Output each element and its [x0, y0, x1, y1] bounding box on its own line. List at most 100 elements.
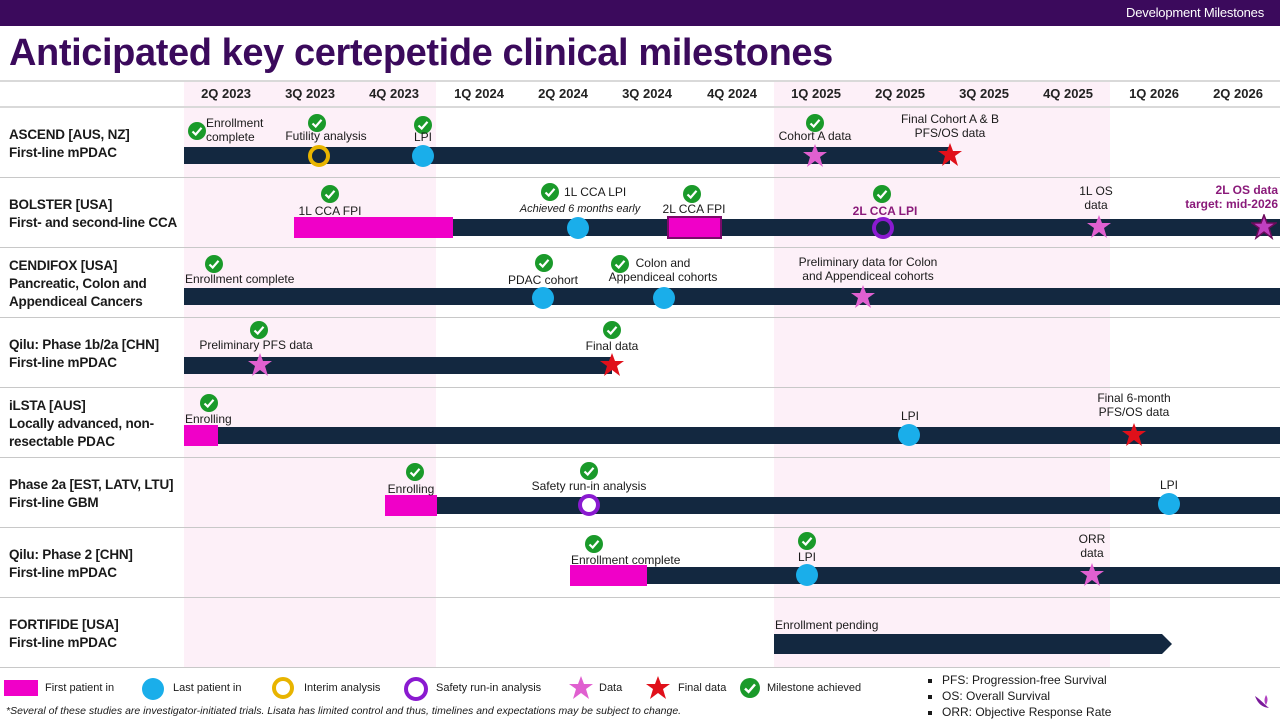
checkmark-icon	[406, 463, 424, 481]
legend-data-star-icon	[569, 676, 593, 699]
milestone-label: Enrollment pending	[775, 618, 879, 632]
quarter-header: 2Q 2025	[875, 86, 925, 101]
checkmark-icon	[205, 255, 223, 273]
quarter-header: 1Q 2026	[1129, 86, 1179, 101]
last-patient-in-marker	[532, 287, 554, 309]
row-divider	[0, 527, 1280, 528]
row-divider	[0, 387, 1280, 388]
milestone-label: Safety run-in analysis	[531, 479, 647, 493]
milestone-label: PDAC cohort	[507, 273, 579, 287]
trial-label-qilu-phase2: Qilu: Phase 2 [CHN] First-line mPDAC	[9, 546, 133, 582]
checkmark-icon	[414, 116, 432, 134]
legend-lpi-swatch	[142, 678, 164, 700]
timeline-bar	[184, 427, 1280, 444]
star-data-icon	[851, 285, 875, 308]
last-patient-in-marker	[796, 564, 818, 586]
milestone-label: Preliminary PFS data	[199, 338, 313, 352]
row-divider	[0, 247, 1280, 248]
checkmark-icon	[683, 185, 701, 203]
abbreviation-text: ORR: Objective Response Rate	[942, 705, 1112, 719]
trial-name: CENDIFOX [USA]	[9, 258, 118, 273]
timeline-bar	[184, 147, 950, 164]
star-final-icon	[938, 143, 962, 166]
milestone-label: Cohort A data	[778, 129, 852, 143]
top-banner: Development Milestones	[0, 0, 1280, 26]
first-patient-in-bar	[570, 565, 647, 586]
milestone-label: Enrolling	[387, 482, 435, 496]
trial-label-cendifox: CENDIFOX [USA] Pancreatic, Colon and App…	[9, 257, 147, 311]
timeline-bar	[570, 567, 1280, 584]
timeline-bar	[184, 357, 612, 374]
abbreviation-text: OS: Overall Survival	[942, 689, 1051, 703]
milestone-label: Futility analysis	[285, 129, 367, 143]
star-data-icon	[1251, 214, 1277, 240]
milestone-label: 2L OS data target: mid-2026	[1185, 183, 1278, 211]
milestone-label: Final Cohort A & B PFS/OS data	[900, 112, 1000, 140]
legend-final-star-icon	[646, 676, 670, 699]
last-patient-in-marker	[653, 287, 675, 309]
abbreviation-text: PFS: Progression-free Survival	[942, 673, 1107, 687]
last-patient-in-marker	[412, 145, 434, 167]
milestone-label: LPI	[900, 409, 919, 423]
checkmark-icon	[806, 114, 824, 132]
legend-label: Milestone achieved	[767, 682, 862, 694]
trial-name: Qilu: Phase 1b/2a [CHN]	[9, 337, 159, 352]
timeline-bar	[184, 288, 1280, 305]
row-divider	[0, 317, 1280, 318]
checkmark-icon	[321, 185, 339, 203]
milestone-label: Final data	[585, 339, 639, 353]
legend-label: Safety run-in analysis	[436, 682, 542, 694]
milestone-label: Final 6-month PFS/OS data	[1097, 391, 1171, 419]
milestone-label: Colon and Appendiceal cohorts	[608, 256, 718, 284]
quarter-header: 3Q 2025	[959, 86, 1009, 101]
quarter-header: 4Q 2025	[1043, 86, 1093, 101]
milestone-label: 2L CCA LPI	[852, 204, 918, 218]
milestone-label: 1L OS data	[1079, 184, 1113, 212]
pending-arrow-bar	[774, 634, 1172, 654]
milestone-label: Enrolling	[185, 412, 232, 426]
trial-name: ASCEND [AUS, NZ]	[9, 127, 130, 142]
last-patient-in-marker	[1158, 493, 1180, 515]
page-title: Anticipated key certepetide clinical mil…	[9, 32, 833, 74]
trial-subtitle: Pancreatic, Colon and Appendiceal Cancer…	[9, 276, 147, 309]
checkmark-icon	[873, 185, 891, 203]
milestone-note: Achieved 6 months early	[519, 203, 641, 215]
milestone-label: 2L CCA FPI	[662, 202, 726, 216]
header-bottom-line	[0, 106, 1280, 108]
checkmark-icon	[798, 532, 816, 550]
trial-name: iLSTA [AUS]	[9, 398, 86, 413]
row-divider	[0, 597, 1280, 598]
trial-name: FORTIFIDE [USA]	[9, 617, 119, 632]
row-divider	[0, 457, 1280, 458]
trial-name: BOLSTER [USA]	[9, 197, 113, 212]
last-patient-in-marker	[567, 217, 589, 239]
trial-subtitle: First- and second-line CCA	[9, 215, 178, 230]
quarter-header: 2Q 2024	[538, 86, 588, 101]
milestone-label: LPI	[1159, 478, 1178, 492]
quarter-header: 4Q 2023	[369, 86, 419, 101]
star-data-icon	[1080, 563, 1104, 586]
legend-label: Interim analysis	[304, 682, 381, 694]
trial-subtitle: First-line GBM	[9, 495, 99, 510]
star-data-icon	[1087, 215, 1111, 238]
legend-fpi-swatch	[4, 680, 38, 696]
star-final-icon	[600, 353, 624, 376]
milestone-label: 1L CCA LPI	[564, 185, 627, 199]
star-data-icon	[803, 144, 827, 167]
abbreviation-item: PFS: Progression-free Survival	[928, 673, 1107, 687]
abbreviation-item: ORR: Objective Response Rate	[928, 705, 1111, 719]
interim-analysis-marker	[308, 145, 330, 167]
quarter-header: 1Q 2024	[454, 86, 504, 101]
checkmark-icon	[611, 255, 629, 273]
milestone-label: Enrollment complete	[185, 272, 295, 286]
quarter-header: 3Q 2024	[622, 86, 672, 101]
trial-subtitle: First-line mPDAC	[9, 355, 117, 370]
legend-label: Data	[599, 682, 623, 694]
row-divider	[0, 177, 1280, 178]
checkmark-icon	[603, 321, 621, 339]
trial-label-phase2a-gbm: Phase 2a [EST, LATV, LTU] First-line GBM	[9, 476, 173, 512]
milestone-label: LPI	[797, 550, 816, 564]
legend-label: First patient in	[45, 682, 115, 694]
lisata-logo-icon	[1255, 695, 1269, 708]
milestone-label: 1L CCA FPI	[298, 204, 362, 218]
